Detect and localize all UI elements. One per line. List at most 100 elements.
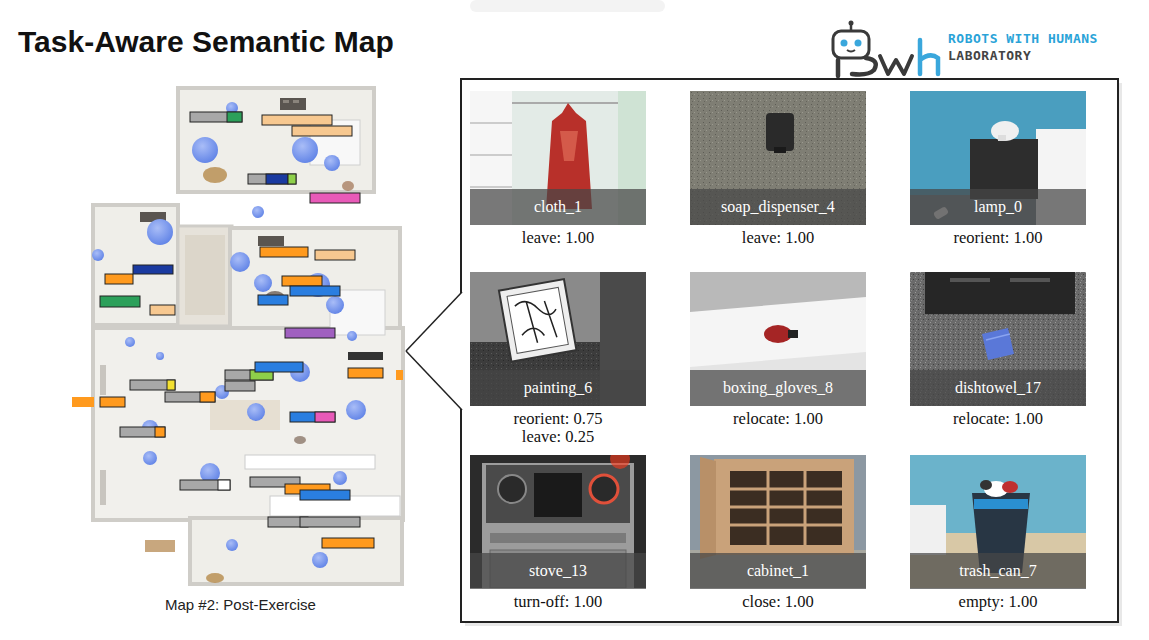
tile-photo-part: [910, 272, 1086, 406]
top-shadow-bar: [470, 0, 665, 12]
action-probabilities: relocate: 1.00: [900, 410, 1096, 428]
lab-logo: [833, 21, 938, 77]
tile-photo: [690, 272, 866, 406]
floor-plan-part: [93, 205, 178, 325]
task-bars-part: [260, 247, 308, 257]
object-blobs-part: [254, 274, 272, 292]
floor-plan-part: [145, 540, 175, 552]
action-probabilities: turn-off: 1.00: [460, 593, 656, 611]
name-band: cloth_1: [470, 189, 646, 225]
slide-title: Task-Aware Semantic Map: [18, 25, 394, 59]
tile-photo-part: [490, 533, 626, 543]
object-blobs-part: [143, 451, 157, 465]
tile-photo: [690, 91, 866, 225]
tile-photo-part: [986, 334, 1010, 340]
tile-photo: [910, 272, 1086, 406]
task-bars-part: [130, 380, 175, 390]
floor-plan-part: [293, 100, 299, 103]
tile-photo-part: [690, 550, 866, 588]
floor-plan-part: [210, 400, 280, 430]
object-blobs-part: [147, 219, 173, 245]
task-bars-part: [292, 126, 352, 136]
map-caption: Map #2: Post-Exercise: [165, 596, 316, 613]
task-bars-part: [150, 305, 175, 315]
tile-photo-part: [486, 465, 630, 523]
task-bars-part: [285, 328, 335, 338]
object-blobs-part: [230, 252, 250, 272]
object-name: trash_can_7: [959, 562, 1036, 580]
callout-panel-part: [406, 351, 462, 410]
tile-photo-part: [974, 499, 1028, 509]
action-probabilities: relocate: 1.00: [680, 410, 876, 428]
name-band: trash_can_7: [910, 553, 1086, 589]
task-bars-part: [190, 112, 242, 122]
action-probabilities: empty: 1.00: [900, 593, 1096, 611]
task-bars: [100, 112, 383, 548]
tile-photo-part: [982, 328, 1014, 360]
task-bars-part: [120, 427, 165, 437]
task-bars-part: [262, 115, 332, 125]
floor-plan-part: [245, 455, 375, 469]
action-score: reorient: 1.00: [900, 229, 1096, 247]
tile-photo-part: [910, 455, 1086, 588]
object-tile: painting_6reorient: 0.75leave: 0.25: [470, 272, 646, 406]
floor-plan-part: [203, 167, 227, 183]
object-name: cabinet_1: [747, 562, 809, 580]
action-probabilities: reorient: 1.00: [900, 229, 1096, 247]
tile-photo: [910, 91, 1086, 225]
object-tile: boxing_gloves_8relocate: 1.00: [690, 272, 866, 406]
object-name: dishtowel_17: [955, 379, 1041, 397]
tile-photo-part: [925, 272, 1075, 314]
action-score: empty: 1.00: [900, 593, 1096, 611]
tile-photo-part: [730, 471, 842, 545]
task-bars-part: [300, 517, 360, 527]
tile-photo: [470, 449, 646, 588]
task-bars-part: [255, 362, 303, 372]
name-band: soap_dispenser_4: [690, 189, 866, 225]
object-tile: soap_dispenser_4leave: 1.00: [690, 91, 866, 225]
action-score: relocate: 1.00: [900, 410, 1096, 428]
tile-photo: [470, 91, 646, 225]
tile-photo-part: [470, 154, 512, 156]
tile-photo-part: [950, 278, 990, 282]
floor-plan-part: [396, 370, 403, 380]
lab-logo-part: [841, 40, 848, 47]
tile-photo-part-part: [514, 296, 561, 345]
name-band: boxing_gloves_8: [690, 370, 866, 406]
floor-plan-part: [190, 518, 402, 584]
task-bars-part: [258, 295, 288, 305]
floor-plan: [72, 88, 403, 584]
name-band: dishtowel_17: [910, 370, 1086, 406]
tile-photo-part: [788, 330, 798, 338]
floor-plan-part: [178, 88, 374, 192]
task-bars-part: [282, 276, 322, 286]
task-bars-part: [100, 397, 125, 407]
task-bars-part: [288, 174, 296, 184]
task-bars-part: [322, 538, 374, 548]
tile-photo-part: [774, 147, 786, 153]
action-probabilities: reorient: 0.75leave: 0.25: [460, 410, 656, 446]
object-name: lamp_0: [974, 198, 1022, 216]
tile-photo-part: [730, 506, 842, 509]
name-band: cabinet_1: [690, 553, 866, 589]
tile-photo-part: [498, 475, 526, 503]
object-blobs-part: [346, 400, 366, 420]
floor-plan-part: [93, 328, 403, 520]
tile-photo-part: [767, 471, 770, 545]
name-band: painting_6: [470, 370, 646, 406]
tile-photo-part: [470, 272, 646, 406]
lab-logo-part: [847, 50, 855, 52]
task-bars-part: [266, 174, 288, 184]
lab-logo-part: [849, 21, 854, 26]
tile-photo-part: [714, 459, 854, 555]
name-band: stove_13: [470, 553, 646, 589]
lab-logo-part: [920, 40, 938, 74]
tile-photo-part: [560, 131, 578, 161]
floor-plan-part: [348, 352, 383, 360]
task-bars-part: [218, 480, 230, 490]
tile-photo-part: [764, 325, 792, 343]
floor-plan-part: [206, 573, 224, 583]
tile-photo-part: [470, 186, 512, 188]
object-blobs-part: [247, 403, 265, 421]
tile-photo-part: [470, 455, 646, 588]
